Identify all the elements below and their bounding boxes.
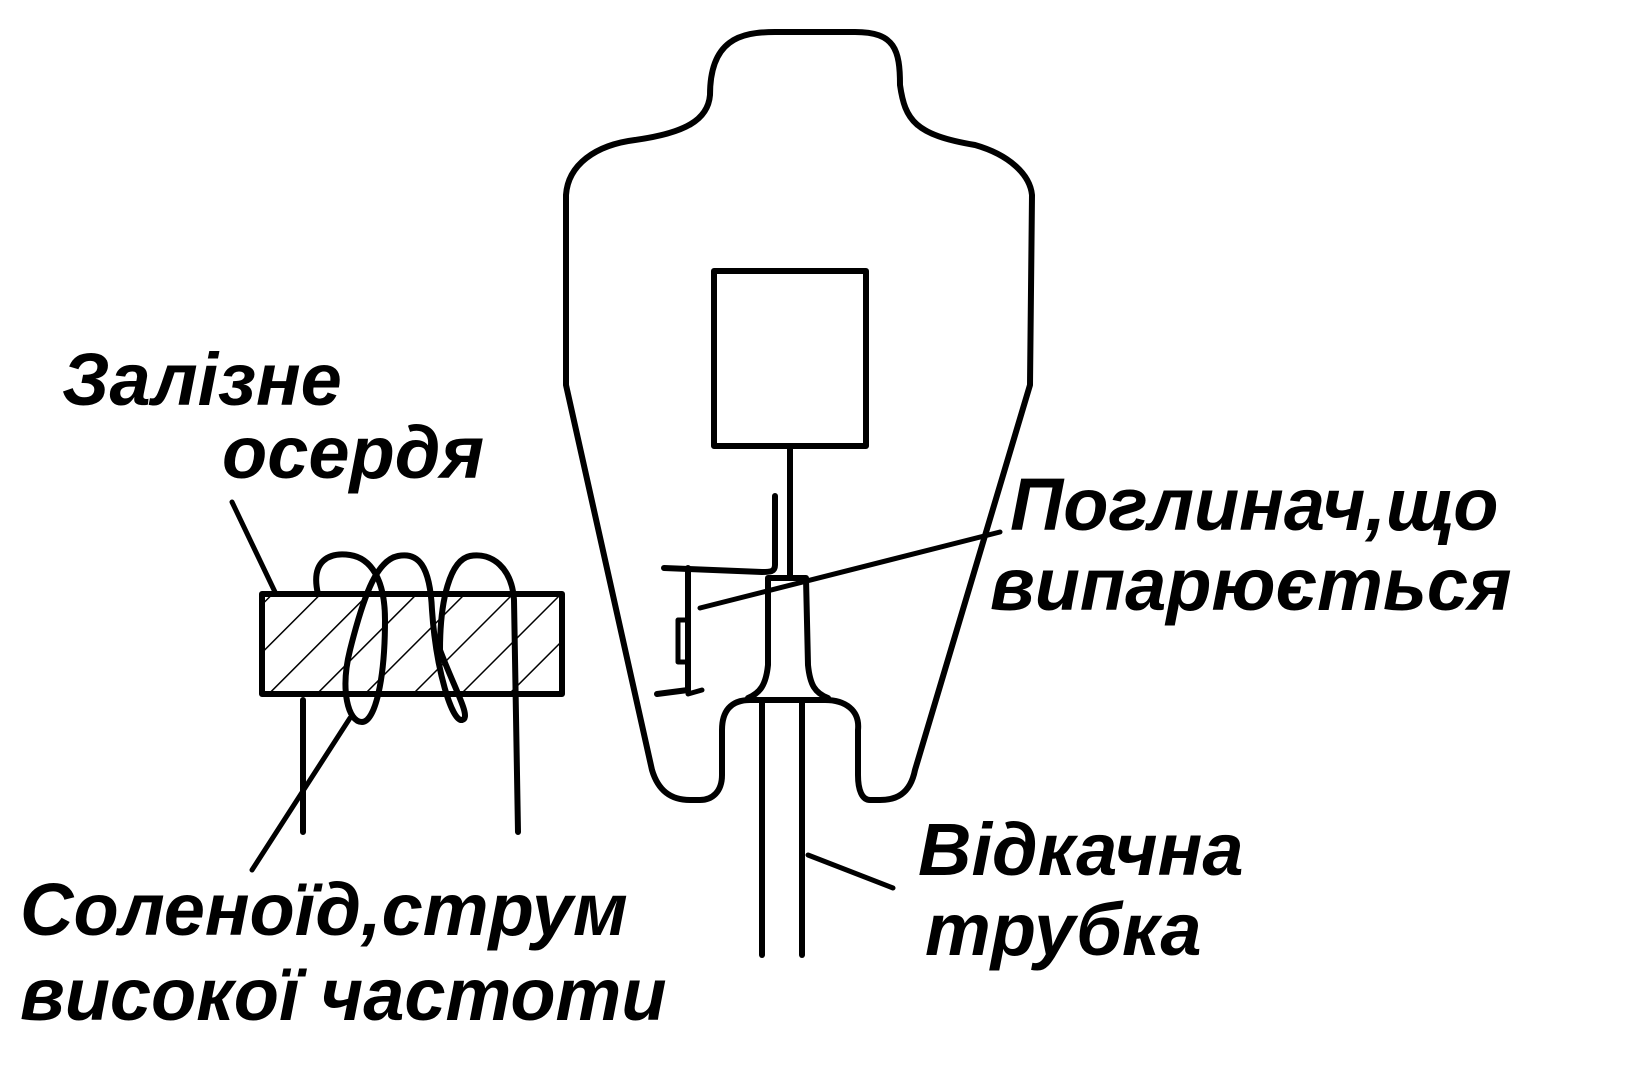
label-getter-line2: випарюється	[990, 543, 1512, 626]
glass-envelope	[563, 29, 1035, 803]
leader-exhaust-tube	[805, 852, 896, 891]
getter-pellet	[675, 617, 691, 665]
leader-solenoid	[249, 715, 353, 873]
getter-bracket	[661, 493, 778, 575]
label-exhaust-tube-line1: Відкачна	[918, 808, 1243, 891]
label-solenoid-line1: Соленоїд,струм	[20, 868, 628, 951]
glass-stem	[745, 575, 831, 701]
label-getter-line1: Поглинач,що	[1010, 463, 1498, 546]
leader-iron-core	[229, 499, 278, 595]
getter-holder	[654, 565, 691, 697]
label-iron-core-line2: осердя	[222, 411, 484, 494]
label-solenoid-line2: високої частоти	[20, 953, 667, 1036]
getter-connector	[685, 687, 705, 697]
leader-getter	[697, 529, 1003, 611]
label-iron-core-line1: Залізне	[62, 338, 342, 421]
solenoid-coil	[300, 551, 521, 835]
anode-plate	[711, 268, 869, 449]
label-exhaust-tube-line2: трубка	[925, 888, 1202, 971]
iron-core-outline	[259, 591, 565, 697]
